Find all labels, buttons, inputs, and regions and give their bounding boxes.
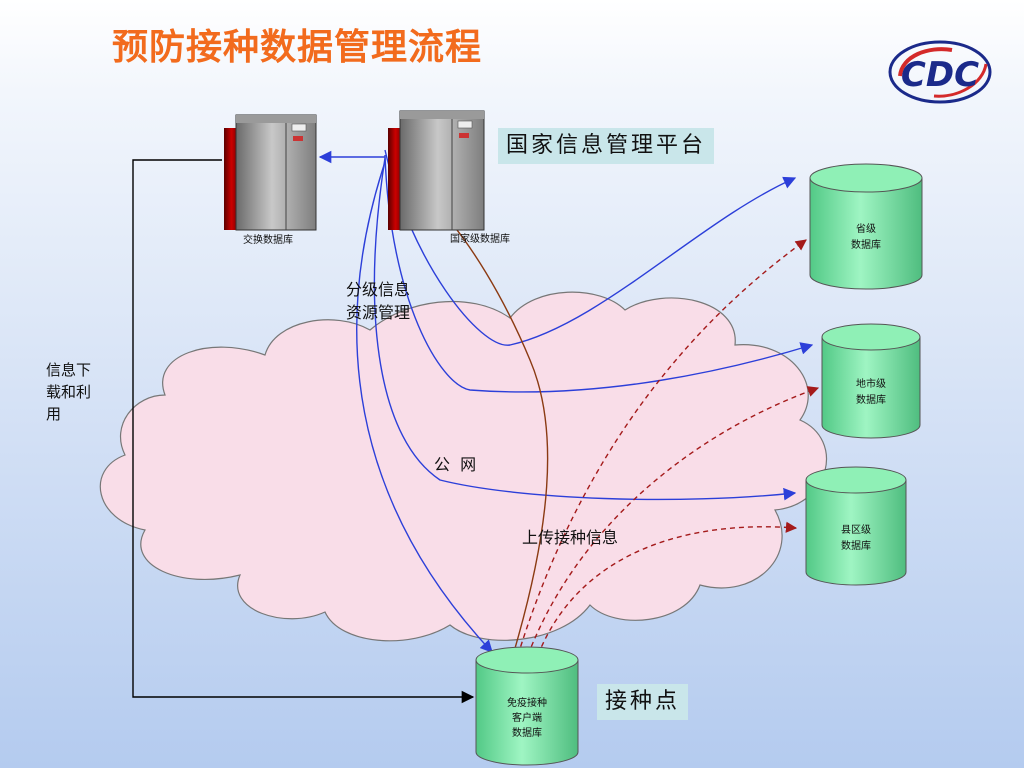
province-database: 省级 数据库 bbox=[809, 163, 923, 290]
download-usage-line-2: 载和利 bbox=[46, 383, 92, 401]
page-title: 预防接种数据管理流程 bbox=[112, 27, 483, 68]
to-county-arrow bbox=[373, 157, 797, 501]
vaccination-point-callout: 接种点 bbox=[597, 684, 689, 720]
public-network-label: 公 网 bbox=[434, 455, 476, 474]
public-network-cloud bbox=[99, 291, 827, 642]
graded-mgmt-label-2: 资源管理 bbox=[346, 303, 410, 322]
county-database: 县区级 数据库 bbox=[805, 466, 907, 586]
exchange-server bbox=[224, 114, 317, 231]
upload-to-national-arrow bbox=[432, 201, 549, 656]
upload-to-city-arrow bbox=[527, 386, 820, 656]
client-db-label-3: 数据库 bbox=[512, 726, 542, 739]
city-db-label-1: 地市级 bbox=[856, 377, 886, 390]
national-server bbox=[388, 110, 485, 231]
city-database: 地市级 数据库 bbox=[821, 323, 921, 439]
client-db-label-2: 客户端 bbox=[512, 711, 542, 724]
province-db-label-2: 数据库 bbox=[851, 238, 881, 251]
county-db-label-2: 数据库 bbox=[841, 539, 871, 552]
download-usage-line-1: 信息下 bbox=[46, 361, 92, 379]
to-client-arrow bbox=[356, 161, 493, 653]
upload-to-province-arrow bbox=[517, 239, 807, 656]
national-platform-callout: 国家信息管理平台 bbox=[498, 128, 715, 164]
download-usage-line-3: 用 bbox=[46, 405, 62, 423]
download-path-arrow bbox=[132, 159, 475, 704]
exchange-server-label: 交换数据库 bbox=[243, 233, 293, 246]
county-db-label-1: 县区级 bbox=[841, 524, 871, 536]
client-database: 免疫接种 客户端 数据库 bbox=[475, 646, 579, 766]
cdc-logo: CDC bbox=[888, 40, 992, 104]
cdc-logo-text: CDC bbox=[901, 55, 979, 95]
graded-mgmt-label-1: 分级信息 bbox=[346, 280, 410, 299]
client-db-label-1: 免疫接种 bbox=[507, 696, 547, 709]
to-city-arrow bbox=[384, 154, 814, 393]
upload-to-county-arrow bbox=[537, 521, 798, 656]
download-usage-label: 信息下 载和利 用 bbox=[46, 359, 106, 425]
province-db-label-1: 省级 bbox=[856, 222, 876, 235]
national-server-label: 国家级数据库 bbox=[450, 232, 510, 245]
to-province-arrow bbox=[384, 149, 797, 346]
city-db-label-2: 数据库 bbox=[856, 393, 886, 406]
upload-info-label: 上传接种信息 bbox=[522, 528, 618, 547]
